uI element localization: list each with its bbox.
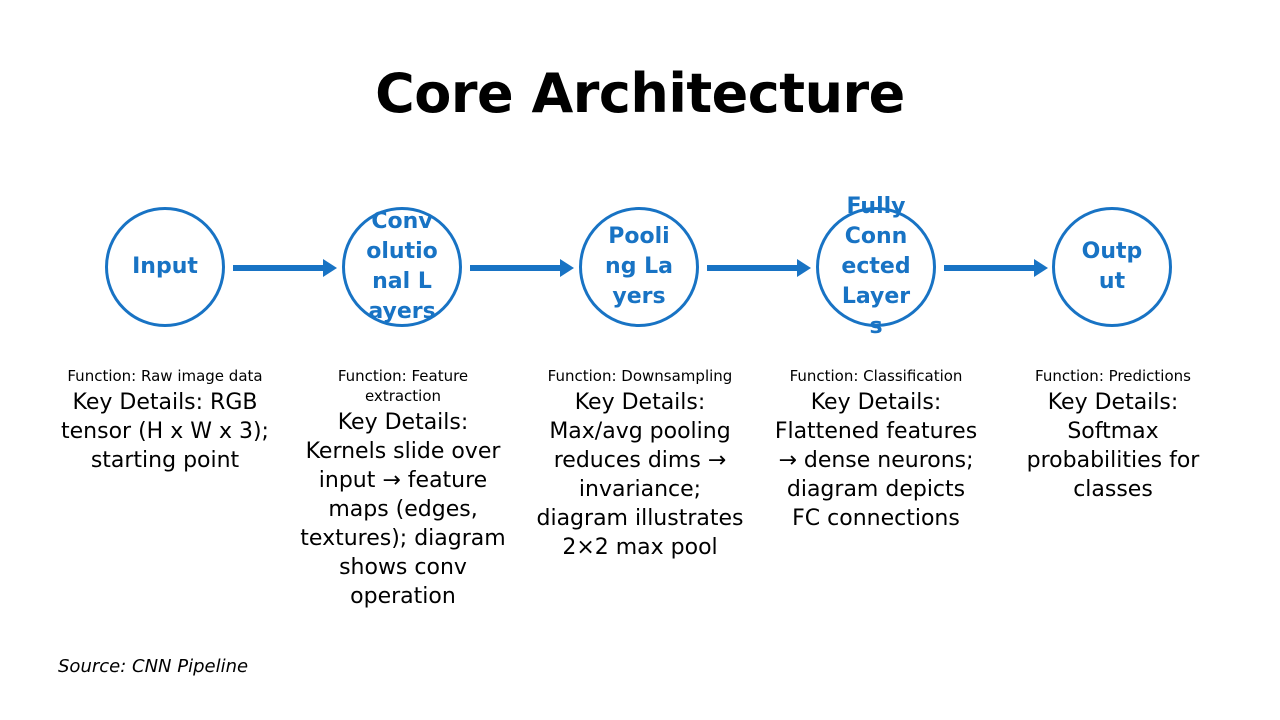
function-text: Function: Feature extraction — [337, 367, 469, 405]
node-label: Pooling Layers — [605, 224, 673, 309]
node-convolutional-layers: Convolutional Layers — [342, 207, 462, 327]
node-pooling-layers: Pooling Layers — [579, 207, 699, 327]
function-text: Function: Raw image data — [67, 367, 263, 385]
function-text: Function: Classification — [789, 367, 963, 385]
function-text: Function: Predictions — [1035, 367, 1191, 385]
source-caption: Source: CNN Pipeline — [58, 656, 249, 677]
arrow-input-to-conv — [233, 259, 337, 277]
node-label: Output — [1081, 239, 1143, 294]
key-details-text: Key Details: Softmax probabilities for c… — [1026, 390, 1200, 502]
desc-fully-connected-layers: Function: Classification Key Details: Fl… — [771, 366, 981, 533]
node-label: Input — [132, 254, 198, 279]
key-details-text: Key Details: RGB tensor (H x W x 3); sta… — [61, 390, 269, 473]
arrow-conv-to-pool — [470, 259, 574, 277]
node-label: Fully Connected Layers — [841, 194, 911, 339]
arrow-pool-to-fc — [707, 259, 811, 277]
key-details-text: Key Details: Kernels slide over input → … — [300, 410, 506, 609]
desc-pooling-layers: Function: Downsampling Key Details: Max/… — [535, 366, 745, 562]
key-details-text: Key Details: Max/avg pooling reduces dim… — [536, 390, 744, 560]
node-fully-connected-layers: Fully Connected Layers — [816, 194, 936, 339]
desc-input: Function: Raw image data Key Details: RG… — [60, 366, 270, 475]
function-text: Function: Downsampling — [547, 367, 733, 385]
key-details-text: Key Details: Flattened features → dense … — [774, 390, 978, 531]
desc-output: Function: Predictions Key Details: Softm… — [1008, 366, 1218, 504]
node-input: Input — [105, 207, 225, 327]
slide-title: Core Architecture — [375, 62, 905, 125]
arrow-fc-to-output — [944, 259, 1048, 277]
desc-convolutional-layers: Function: Feature extraction Key Details… — [298, 366, 508, 611]
node-output: Output — [1052, 207, 1172, 327]
node-label: Convolutional Layers — [366, 209, 438, 324]
